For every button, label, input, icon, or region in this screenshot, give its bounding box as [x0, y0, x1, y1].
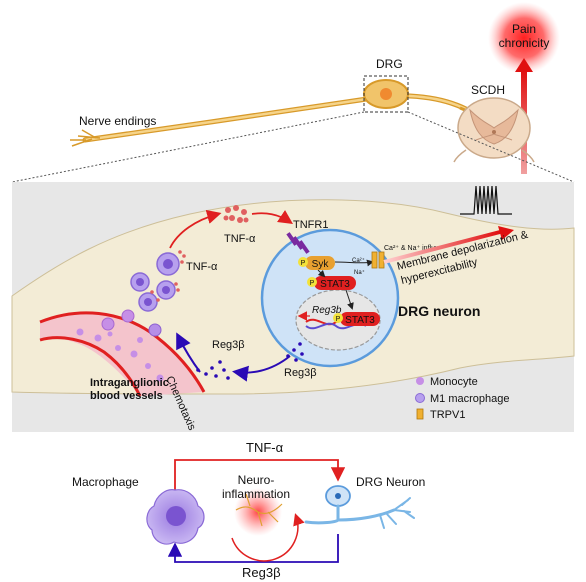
stat3-node [314, 276, 356, 290]
scdh-label: SCDH [471, 83, 505, 97]
stat3-nuclear-label: STAT3 [345, 315, 375, 326]
stat3-p-label: P [310, 280, 315, 287]
bottom-reg3beta-arrow [167, 534, 339, 563]
legend-monocyte-label: Monocyte [430, 376, 478, 388]
legend: Monocyte M1 macrophage TRPV1 [415, 376, 510, 421]
vessels-label-line1: Intraganglionic [90, 377, 169, 389]
depolarization-arrow [383, 230, 501, 264]
spinal-cord-icon [453, 97, 535, 163]
pain-arrow-head-icon [515, 58, 533, 72]
drg-nucleus [380, 88, 392, 100]
na-label: Na⁺ [354, 269, 365, 276]
legend-trpv1-icon [416, 408, 424, 420]
tnfr1-label: TNFR1 [293, 219, 328, 231]
top-section: Pain chronicity DRG SCDH Nerve endings [11, 2, 575, 183]
macrophage-icon [146, 489, 205, 545]
bottom-reg3beta-label: Reg3β [242, 565, 281, 580]
syk-phospho-icon [298, 257, 308, 267]
stat3-phospho-icon [307, 277, 317, 287]
middle-panel: TNF-α TNF-α Reg3b TNFR1 P Syk P STAT3 [11, 182, 575, 433]
ca-label: Ca²⁺ [352, 257, 365, 264]
drg-neuron-icon [304, 485, 415, 529]
drg-label: DRG [376, 57, 403, 71]
reg3b-gene-label: Reg3b [312, 305, 342, 316]
bottom-tnf-arrow [174, 459, 346, 490]
stat3-label: STAT3 [320, 279, 350, 290]
tnf-alpha-left-label: TNF-α [186, 261, 218, 273]
pain-label-line1: Pain [512, 22, 536, 36]
tnf-alpha-top-label: TNF-α [224, 233, 256, 245]
zoom-line-left [11, 111, 365, 183]
pain-glow-icon [488, 2, 560, 74]
drg-zoom-box [363, 75, 409, 113]
neuro-label-line2: inflammation [222, 487, 290, 501]
bottom-macrophage-label: Macrophage [72, 475, 139, 489]
arrow-syk-trpv1 [334, 259, 374, 267]
ion-influx-label: Ca²⁺ & Na⁺ influx [384, 245, 439, 252]
legend-monocyte-icon [416, 377, 424, 385]
arrow-to-tnfr1 [251, 210, 293, 224]
legend-trpv1-label: TRPV1 [430, 409, 465, 421]
stat3-nuclear-node [340, 312, 380, 326]
reg3beta-mid-label: Reg3β [212, 339, 245, 351]
tnfr1-receptor-icon [286, 232, 310, 254]
nerve-endings-label: Nerve endings [79, 114, 156, 128]
neuroinflammation-loop-arrow [231, 513, 305, 562]
stat3-nuclear-p-label: P [336, 316, 341, 323]
reg3beta-arrow [232, 355, 291, 382]
action-potential-icon [460, 185, 512, 215]
immune-cells [101, 250, 186, 337]
arrow-syk-stat3 [317, 269, 326, 278]
bottom-tnf-alpha-label: TNF-α [246, 440, 284, 455]
chemotaxis-arrow [176, 332, 201, 373]
stat3-nuclear-phospho-icon [333, 313, 343, 323]
syk-node [305, 256, 335, 270]
reg3beta-right-label: Reg3β [284, 367, 317, 379]
arrow-stat3-nucleus [345, 289, 354, 310]
pain-label-line2: chronicity [499, 36, 550, 50]
arrow-to-tnf [169, 209, 222, 249]
syk-label: Syk [312, 259, 330, 270]
bottom-section: TNF-α Reg3β Macrophage Neuro- inflammati… [72, 440, 425, 580]
bottom-drg-neuron-label: DRG Neuron [356, 475, 425, 489]
neuro-label-line1: Neuro- [238, 473, 275, 487]
syk-p-label: P [301, 260, 306, 267]
drg-neuron-label: DRG neuron [398, 303, 480, 319]
vessels-label-line2: blood vessels [90, 390, 163, 402]
depolarization-arrow-head-icon [498, 226, 514, 240]
legend-m1-icon [415, 393, 425, 403]
tnf-alpha-cluster-icon [223, 205, 249, 223]
legend-m1-label: M1 macrophage [430, 393, 510, 405]
neuroinflammation-fibers-icon [235, 493, 283, 527]
